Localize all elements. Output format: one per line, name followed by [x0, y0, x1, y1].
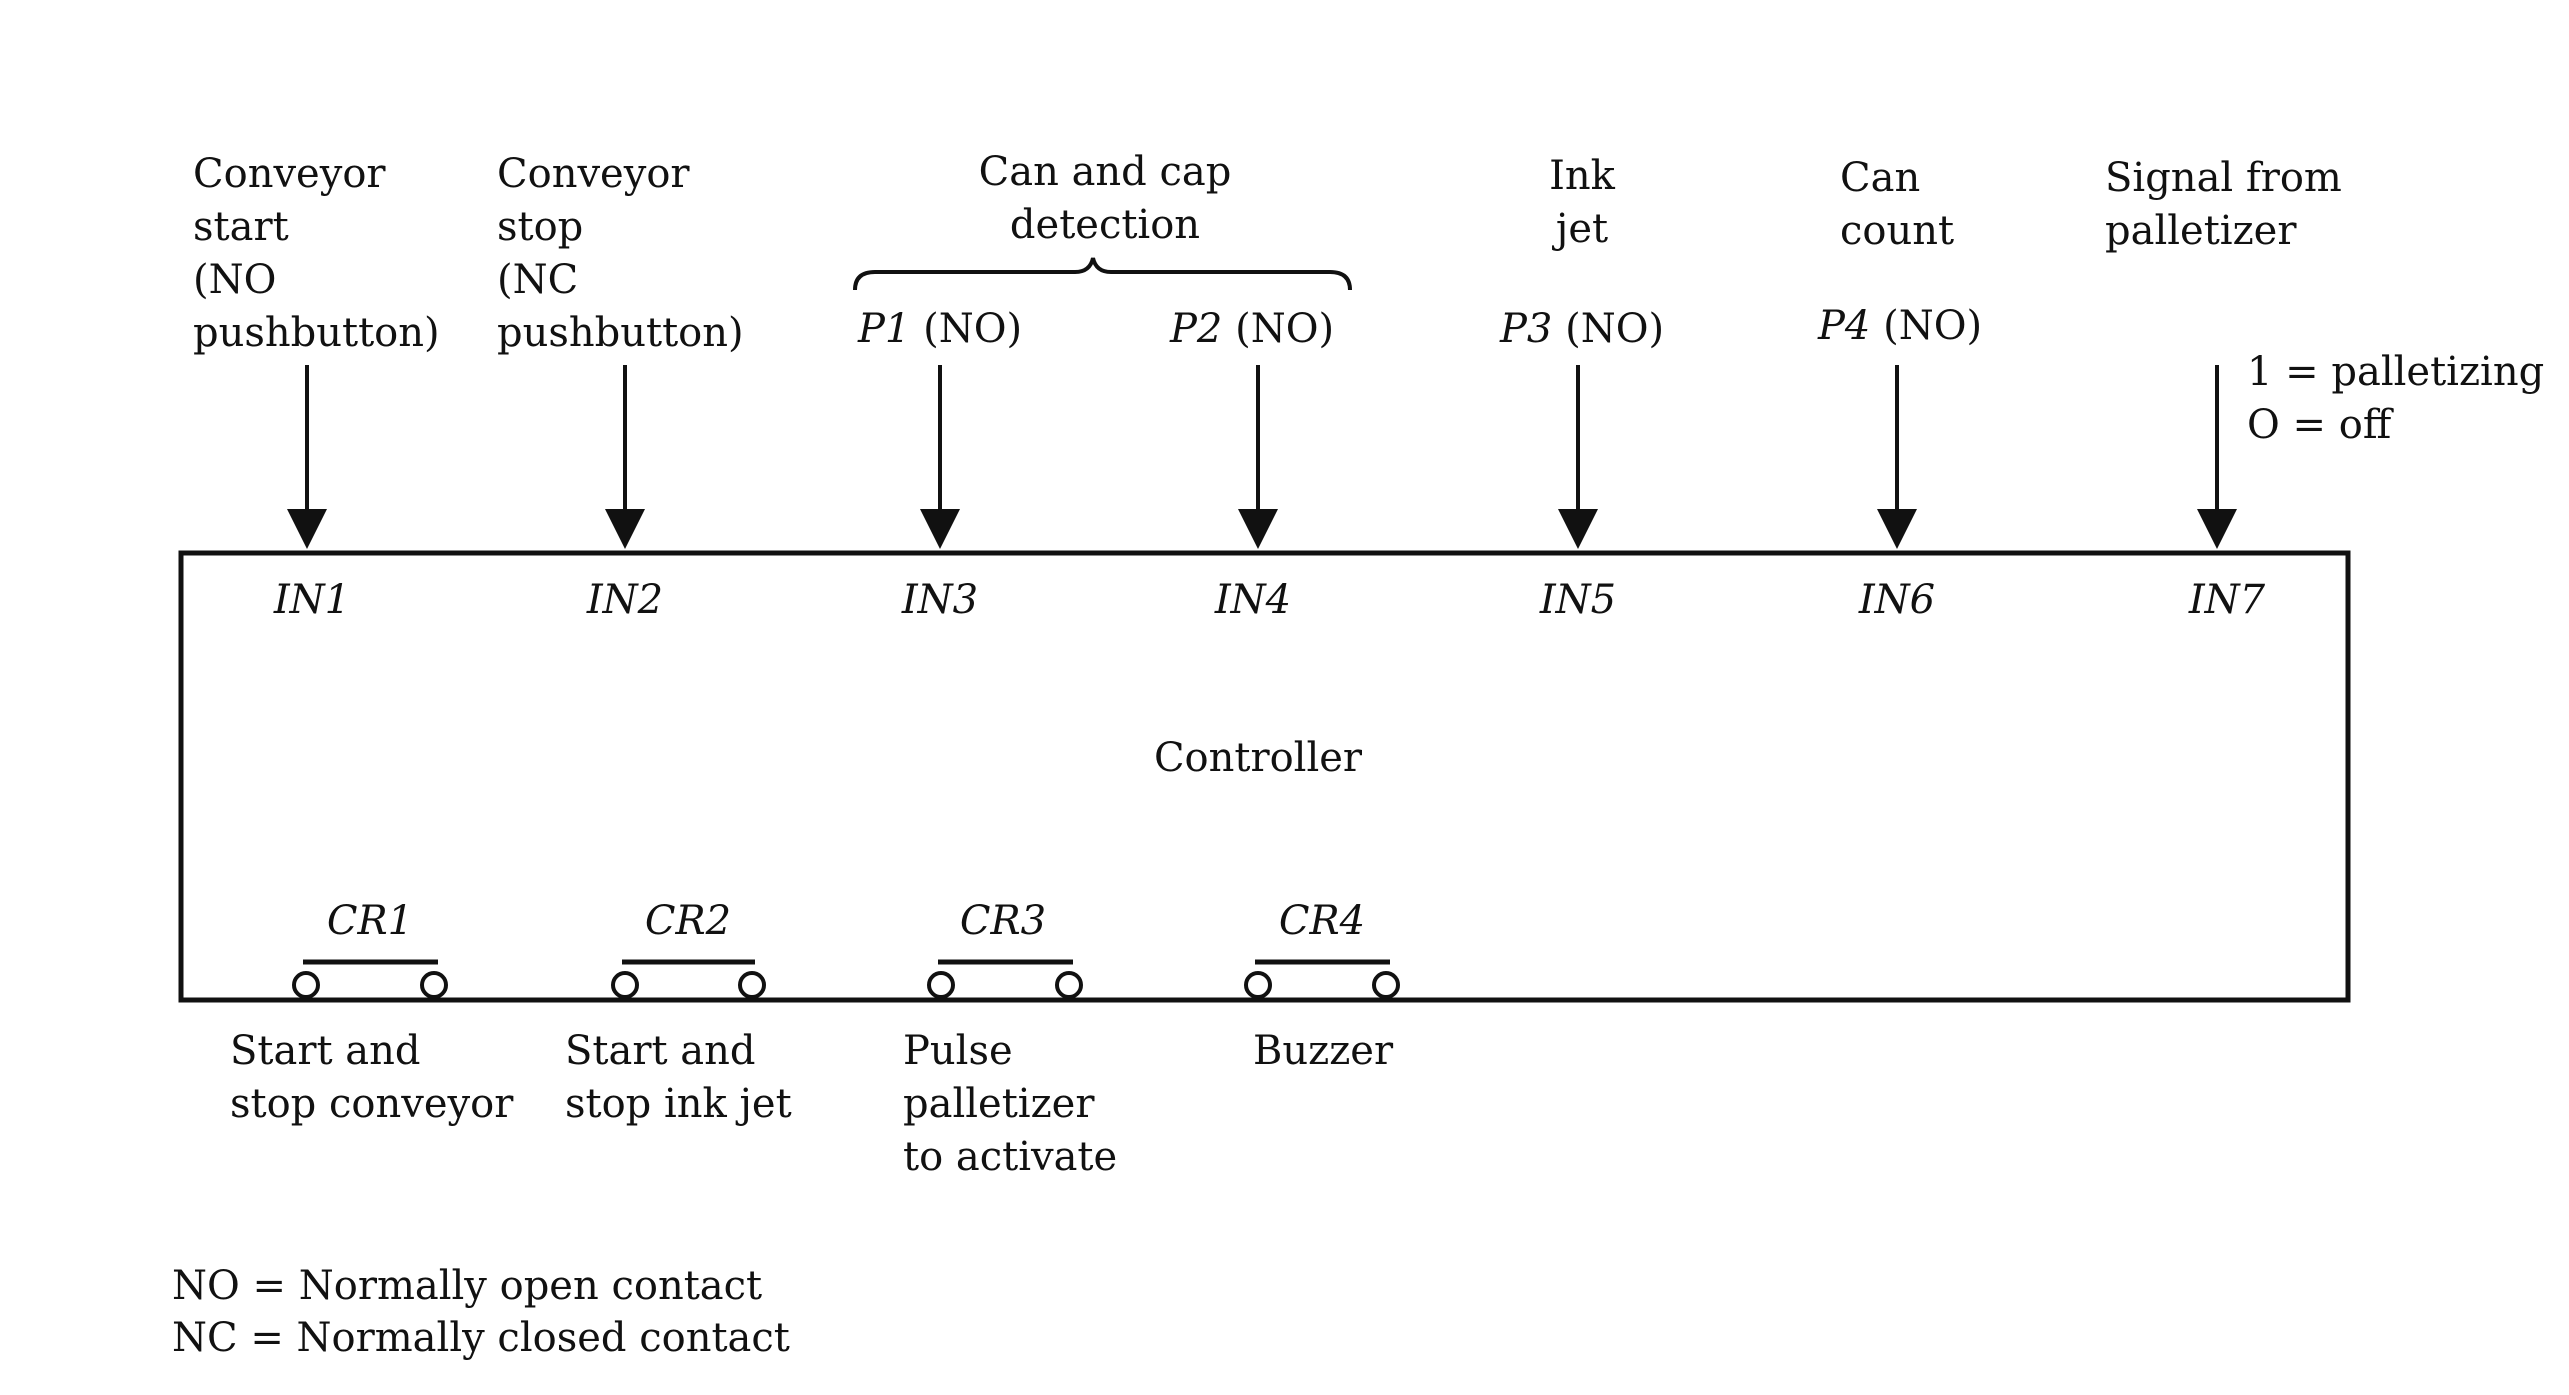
terminal-in2: IN2 — [586, 577, 664, 623]
terminal-in5: IN5 — [1539, 577, 1617, 623]
input-label-ink-jet: Ink jet — [1549, 153, 1615, 252]
sensor-contact-p3: (NO) — [1565, 306, 1665, 352]
detection-brace — [853, 257, 1352, 291]
sensor-contact-p1: (NO) — [923, 306, 1023, 352]
output-label-conveyor: Start and stop conveyor — [230, 1028, 514, 1127]
sensor-id-p1: P1 — [858, 306, 911, 352]
relay-contact-cr3 — [927, 959, 1083, 999]
relay-name-cr2: CR2 — [644, 898, 732, 944]
legend-normally-open: NO = Normally open contact — [172, 1263, 763, 1309]
sensor-contact-p4: (NO) — [1883, 303, 1983, 349]
terminal-in6: IN6 — [1858, 577, 1936, 623]
sensor-contact-p2: (NO) — [1235, 306, 1335, 352]
sensor-id-p4: P4 — [1818, 303, 1871, 349]
terminal-in7: IN7 — [2188, 577, 2266, 623]
input-label-signal-from-palletizer: Signal from palletizer — [2105, 155, 2342, 254]
relay-name-cr3: CR3 — [959, 898, 1047, 944]
input-label-conveyor-start: Conveyor start (NO pushbutton) — [193, 151, 440, 356]
terminal-in1: IN1 — [273, 577, 351, 623]
controller-label: Controller — [1153, 735, 1363, 781]
relay-name-cr1: CR1 — [326, 898, 414, 944]
legend-normally-closed: NC = Normally closed contact — [172, 1315, 790, 1361]
output-label-ink-jet: Start and stop ink jet — [565, 1028, 792, 1127]
sensor-id-p2: P2 — [1170, 306, 1223, 352]
relay-contact-cr2 — [611, 959, 766, 999]
input-label-can-count: Can count — [1840, 155, 1955, 254]
relay-name-cr4: CR4 — [1278, 898, 1366, 944]
group-label-can-cap-detection: Can and cap detection — [978, 149, 1232, 248]
sensor-label-p3: P3 (NO) — [1500, 303, 1664, 356]
terminal-in4: IN4 — [1214, 577, 1292, 623]
palletizer-signal-note: 1 = palletizing O = off — [2247, 349, 2545, 448]
sensor-id-p3: P3 — [1500, 306, 1553, 352]
output-label-buzzer: Buzzer — [1253, 1028, 1394, 1074]
input-label-conveyor-stop: Conveyor stop (NC pushbutton) — [497, 151, 744, 356]
sensor-label-p4: P4 (NO) — [1818, 300, 1982, 353]
terminal-in3: IN3 — [901, 577, 979, 623]
sensor-label-p2: P2 (NO) — [1170, 303, 1334, 356]
relay-contact-cr1 — [292, 959, 448, 999]
controller-box — [178, 550, 2351, 1003]
relay-contact-cr4 — [1244, 959, 1400, 999]
output-label-palletizer: Pulse palletizer to activate — [903, 1028, 1118, 1180]
sensor-label-p1: P1 (NO) — [858, 303, 1022, 356]
